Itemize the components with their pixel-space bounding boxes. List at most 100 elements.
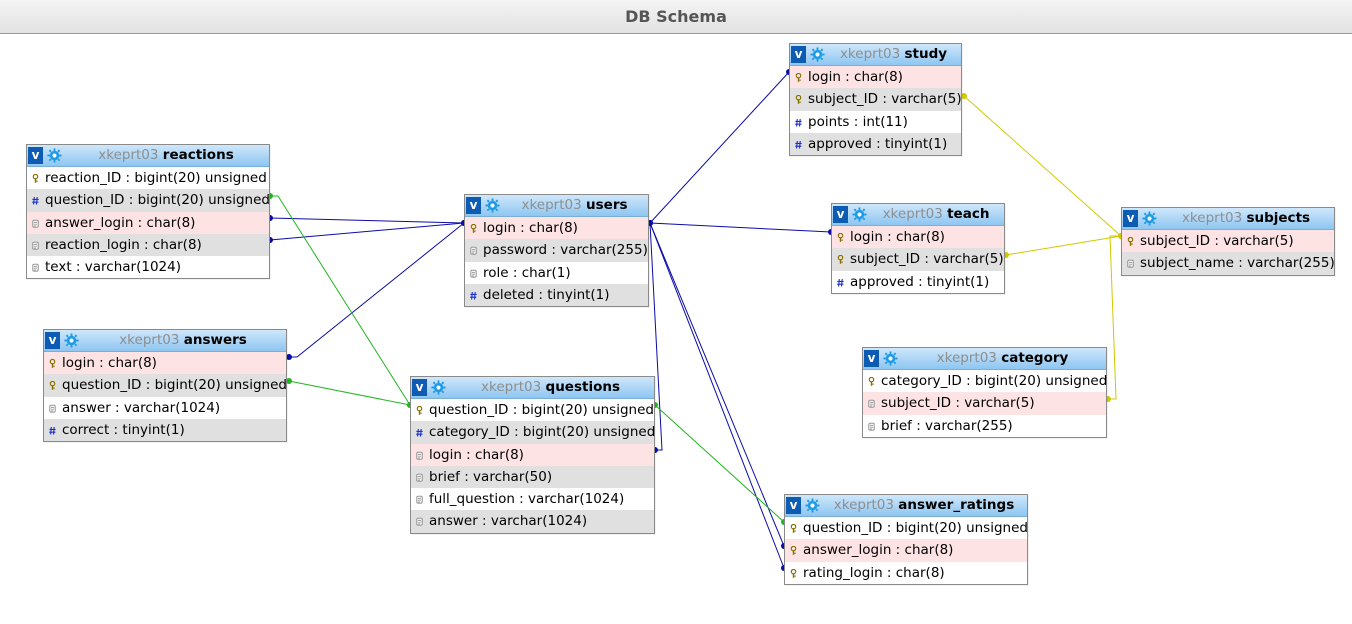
column-row[interactable]: question_ID : bigint(20) unsigned bbox=[44, 374, 287, 397]
collapse-toggle-button[interactable]: v bbox=[864, 350, 879, 367]
key-icon bbox=[49, 359, 56, 368]
column-row[interactable]: login : char(8) bbox=[44, 352, 286, 375]
gear-icon[interactable] bbox=[852, 207, 867, 222]
collapse-toggle-button[interactable]: v bbox=[1123, 210, 1138, 227]
column-row[interactable]: category_ID : bigint(20) unsigned bbox=[411, 421, 655, 444]
field-icon bbox=[416, 518, 423, 527]
schema-name: xkeprt03 bbox=[119, 332, 180, 348]
column-label: login : char(8) bbox=[429, 446, 524, 463]
schema-name: xkeprt03 bbox=[882, 206, 943, 222]
column-row[interactable]: role : char(1) bbox=[465, 261, 648, 284]
hash-icon bbox=[837, 278, 844, 287]
column-row[interactable]: subject_ID : varchar(5) bbox=[863, 392, 1106, 415]
table-name: questions bbox=[545, 379, 620, 395]
column-label: login : char(8) bbox=[483, 220, 578, 236]
table-name: users bbox=[586, 197, 628, 213]
column-row[interactable]: answer : varchar(1024) bbox=[44, 396, 286, 419]
table-header[interactable]: v xkeprt03 category bbox=[863, 348, 1106, 370]
key-icon bbox=[49, 381, 56, 391]
column-row[interactable]: approved : tinyint(1) bbox=[790, 132, 961, 156]
collapse-toggle-button[interactable]: v bbox=[466, 197, 481, 214]
key-icon bbox=[837, 233, 844, 242]
column-row[interactable]: full_question : varchar(1024) bbox=[411, 488, 654, 511]
schema-name: xkeprt03 bbox=[839, 46, 901, 62]
column-row[interactable]: subject_name : varchar(255) bbox=[1122, 252, 1335, 275]
column-row[interactable]: answer : varchar(1024) bbox=[411, 510, 654, 533]
collapse-toggle-button[interactable]: v bbox=[786, 497, 801, 514]
field-icon bbox=[32, 219, 39, 228]
relation-line bbox=[649, 222, 785, 569]
table-users[interactable]: v xkeprt03 users login : char(8) password :… bbox=[464, 194, 649, 308]
column-row[interactable]: rating_login : char(8) bbox=[785, 561, 1027, 584]
column-row[interactable]: subject_ID : varchar(5) bbox=[832, 248, 1004, 271]
column-row[interactable]: points : int(11) bbox=[790, 110, 961, 133]
table-category[interactable]: v xkeprt03 category category_ID : bigint(2… bbox=[862, 347, 1107, 438]
column-row[interactable]: subject_ID : varchar(5) bbox=[790, 88, 962, 111]
table-name: teach bbox=[947, 206, 990, 222]
schema-name: xkeprt03 bbox=[98, 147, 159, 163]
gear-icon[interactable] bbox=[485, 198, 500, 213]
column-row[interactable]: login : char(8) bbox=[411, 443, 654, 466]
column-row[interactable]: reaction_ID : bigint(20) unsigned bbox=[27, 167, 269, 190]
column-row[interactable]: subject_ID : varchar(5) bbox=[1122, 230, 1334, 253]
column-row[interactable]: deleted : tinyint(1) bbox=[465, 283, 648, 307]
column-label: brief : varchar(255) bbox=[881, 417, 1013, 434]
gear-icon[interactable] bbox=[883, 351, 898, 366]
relation-endpoint bbox=[961, 93, 967, 99]
gear-icon[interactable] bbox=[64, 333, 79, 348]
column-row[interactable]: login : char(8) bbox=[832, 226, 1004, 249]
column-row[interactable]: login : char(8) bbox=[465, 217, 648, 240]
schema-name: xkeprt03 bbox=[521, 197, 582, 213]
schema-name: xkeprt03 bbox=[833, 497, 894, 513]
relation-line bbox=[270, 195, 411, 406]
column-row[interactable]: reaction_login : char(8) bbox=[27, 233, 269, 257]
column-row[interactable]: brief : varchar(255) bbox=[863, 414, 1106, 437]
column-row[interactable]: question_ID : bigint(20) unsigned bbox=[785, 517, 1028, 540]
collapse-toggle-button[interactable]: v bbox=[28, 147, 43, 164]
gear-icon[interactable] bbox=[431, 380, 446, 395]
column-label: login : char(8) bbox=[850, 229, 945, 245]
gear-icon[interactable] bbox=[47, 148, 62, 163]
gear-icon[interactable] bbox=[805, 498, 820, 513]
column-label: subject_ID : varchar(5) bbox=[881, 395, 1035, 412]
column-row[interactable]: login : char(8) bbox=[790, 66, 961, 89]
column-row[interactable]: brief : varchar(50) bbox=[411, 465, 654, 489]
column-label: category_ID : bigint(20) unsigned bbox=[881, 373, 1108, 389]
column-row[interactable]: password : varchar(255) bbox=[465, 239, 648, 262]
column-label: reaction_login : char(8) bbox=[45, 236, 202, 253]
column-row[interactable]: answer_login : char(8) bbox=[785, 539, 1027, 562]
collapse-toggle-button[interactable]: v bbox=[833, 206, 848, 223]
column-row[interactable]: answer_login : char(8) bbox=[27, 211, 269, 234]
gear-icon[interactable] bbox=[810, 47, 825, 62]
key-icon bbox=[795, 73, 802, 82]
table-title: xkeprt03 category bbox=[903, 350, 1102, 367]
column-row[interactable]: approved : tinyint(1) bbox=[832, 270, 1004, 293]
column-row[interactable]: question_ID : bigint(20) unsigned bbox=[27, 189, 270, 212]
column-row[interactable]: correct : tinyint(1) bbox=[44, 418, 286, 442]
relation-endpoint bbox=[286, 354, 292, 360]
key-icon bbox=[868, 377, 875, 386]
column-row[interactable]: question_ID : bigint(20) unsigned bbox=[411, 399, 654, 422]
column-row[interactable]: text : varchar(1024) bbox=[27, 256, 269, 279]
key-icon bbox=[790, 546, 797, 556]
collapse-toggle-button[interactable]: v bbox=[412, 379, 427, 396]
collapse-toggle-button[interactable]: v bbox=[45, 332, 60, 349]
collapse-toggle-button[interactable]: v bbox=[791, 46, 806, 63]
column-row[interactable]: category_ID : bigint(20) unsigned bbox=[863, 370, 1108, 393]
table-header[interactable]: v xkeprt03 teach bbox=[832, 204, 1004, 226]
table-header[interactable]: v xkeprt03 users bbox=[465, 195, 648, 217]
gear-icon[interactable] bbox=[1142, 211, 1157, 226]
